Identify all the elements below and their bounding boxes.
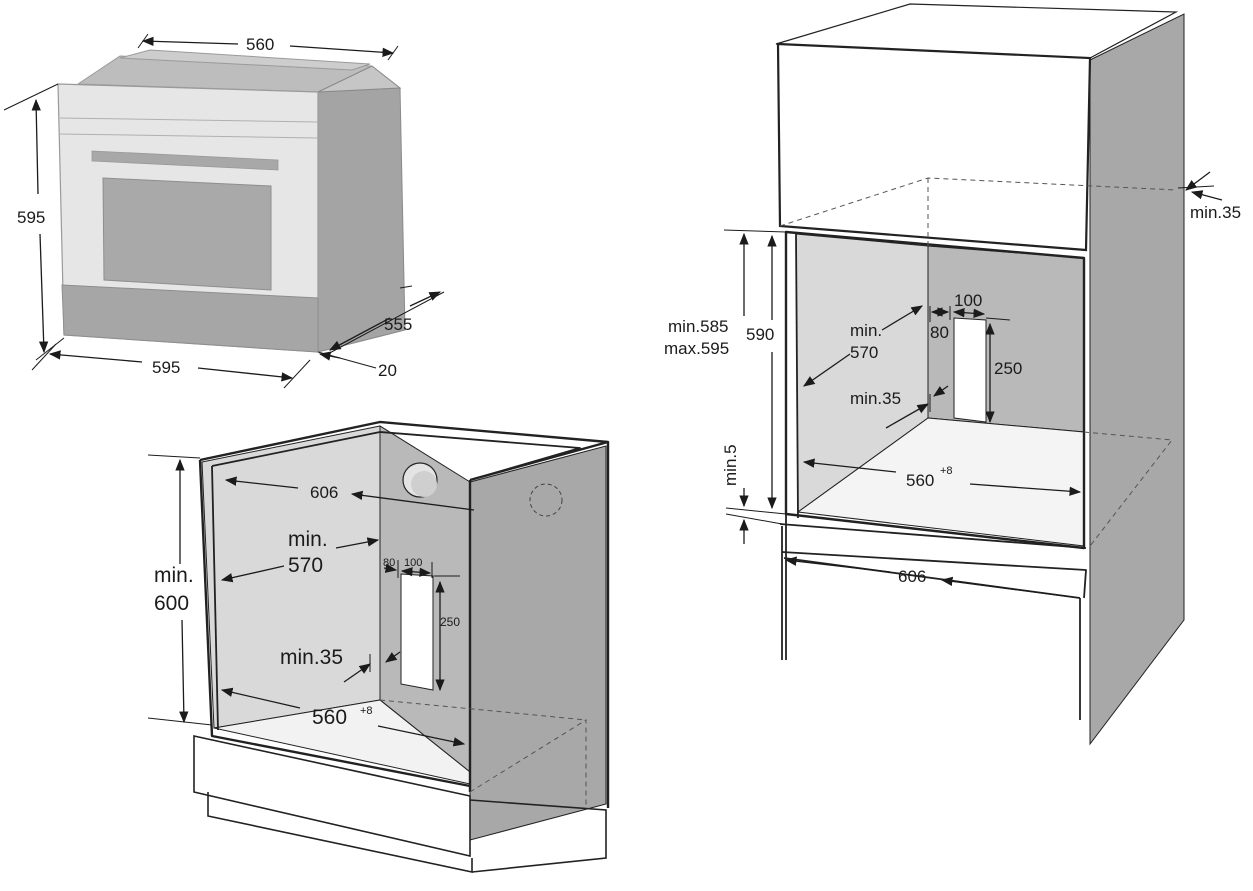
- tall-vent-slot: [953, 317, 987, 423]
- cable-hole-hidden: [529, 483, 563, 517]
- oven-width-bottom-label: 595: [152, 358, 180, 377]
- tc-min-label: min.: [850, 321, 882, 340]
- uc-inner-width-label: 606: [310, 483, 338, 502]
- tc-side-gap: min.35: [1190, 203, 1241, 222]
- tall-cabinet: [775, 3, 1185, 746]
- uc-vent-250: 250: [440, 615, 460, 629]
- tc-floor-gap: min.5: [721, 444, 740, 486]
- uc-height-min: min.: [154, 564, 194, 587]
- tc-opening-min: min.585: [668, 317, 728, 336]
- uc-min-label: min.: [288, 528, 328, 551]
- tc-vent-250: 250: [994, 359, 1022, 378]
- uc-back-gap: min.35: [280, 646, 343, 669]
- tc-niche-width: 560: [906, 471, 934, 490]
- oven-width-top-label: 560: [246, 35, 274, 54]
- oven-dimensions: 560 595 555 20 595: [3, 33, 445, 389]
- vent-slot: [400, 573, 434, 691]
- uc-height-value: 600: [154, 592, 189, 615]
- oven-front-offset-label: 20: [378, 361, 397, 380]
- tc-niche-tol: +8: [940, 465, 953, 477]
- under-counter-dimensions: 606 min. 570 min. 600 80 100 250 min.35 …: [147, 454, 475, 747]
- uc-niche-tol: +8: [360, 705, 373, 717]
- uc-vent-80: 80: [383, 557, 395, 569]
- tc-base-width: 606: [898, 567, 926, 586]
- oven-height-label: 595: [17, 208, 45, 227]
- tc-min-value: 570: [850, 343, 878, 362]
- oven-illustration: [57, 49, 406, 353]
- tc-back-gap: min.35: [850, 389, 901, 408]
- tc-vent-80: 80: [930, 323, 949, 342]
- uc-min-value: 570: [288, 554, 323, 577]
- tc-vent-100: 100: [954, 291, 982, 310]
- uc-vent-100: 100: [404, 557, 422, 569]
- oven-depth-label: 555: [384, 315, 412, 334]
- tall-cabinet-dimensions: min.35 min.585 max.595 590 min. 570 100 …: [664, 171, 1241, 599]
- tc-opening-590: 590: [746, 325, 774, 344]
- under-counter-cabinet: [193, 420, 610, 873]
- tc-opening-max: max.595: [664, 339, 729, 358]
- uc-niche-width: 560: [312, 706, 347, 729]
